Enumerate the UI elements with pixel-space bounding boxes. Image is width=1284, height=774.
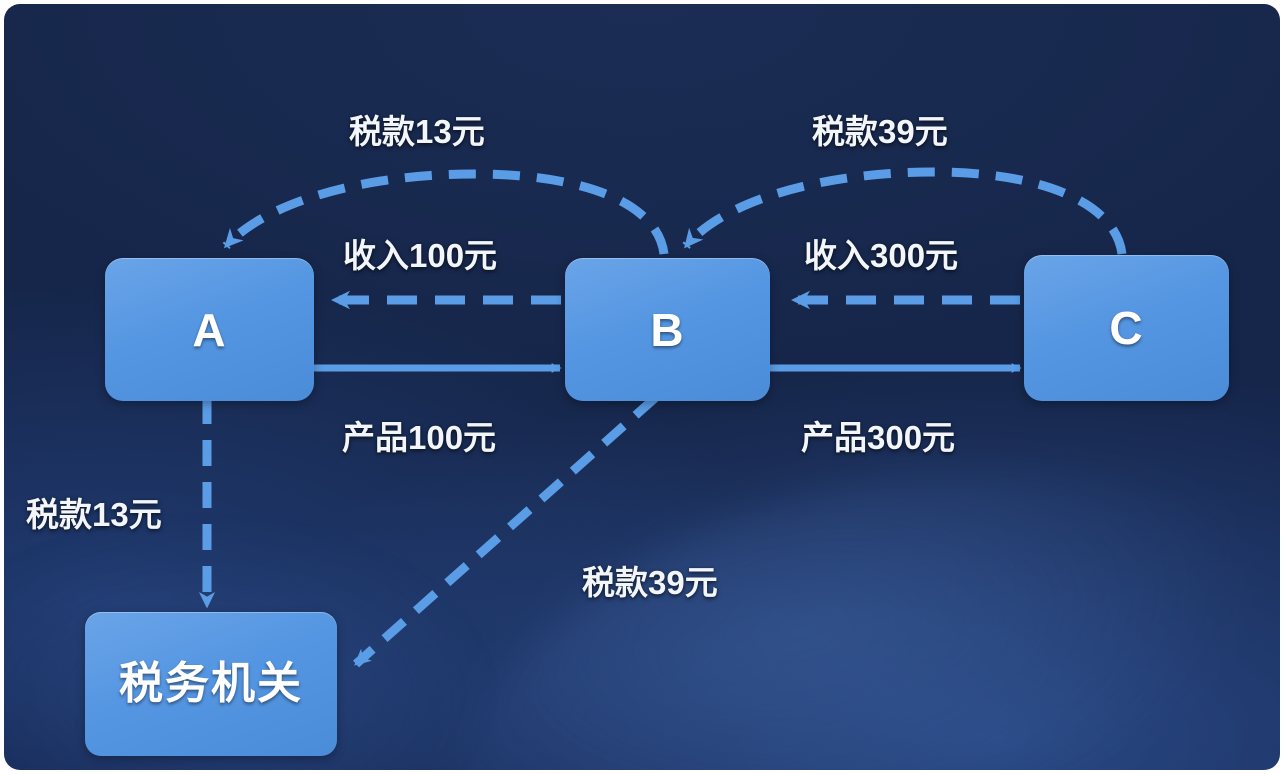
node-a-label: A: [192, 303, 227, 356]
node-b-label: B: [650, 303, 685, 356]
edge-tax-c-to-b-arc: [682, 167, 1127, 255]
edge-label-tax-b-to-a-arc: 税款13元: [349, 113, 485, 150]
node-b[interactable]: B: [565, 258, 770, 401]
edge-label-income-c-to-b: 收入300元: [804, 237, 959, 274]
edge-label-tax-b-to-agency: 税款39元: [582, 564, 718, 601]
node-tax-authority[interactable]: 税务机关: [85, 612, 337, 756]
edge-tax-b-to-agency: [353, 394, 658, 668]
edge-tax-b-to-a-arc: [222, 169, 669, 255]
node-c-label: C: [1109, 302, 1144, 354]
edge-label-income-b-to-a: 收入100元: [343, 237, 498, 274]
edge-label-tax-a-to-agency: 税款13元: [26, 496, 162, 533]
edge-label-tax-c-to-b-arc: 税款39元: [812, 113, 948, 150]
node-a[interactable]: A: [105, 258, 314, 401]
edge-label-product-a-to-b: 产品100元: [342, 419, 497, 456]
node-tax-authority-label: 税务机关: [119, 659, 303, 708]
edge-label-product-b-to-c: 产品300元: [801, 419, 956, 456]
node-c[interactable]: C: [1024, 255, 1229, 401]
connector-layer: [198, 167, 1127, 668]
diagram-panel: A B C 税务机关 税款13元 税款39元 收入100元 收入300元 产品1…: [4, 4, 1280, 770]
